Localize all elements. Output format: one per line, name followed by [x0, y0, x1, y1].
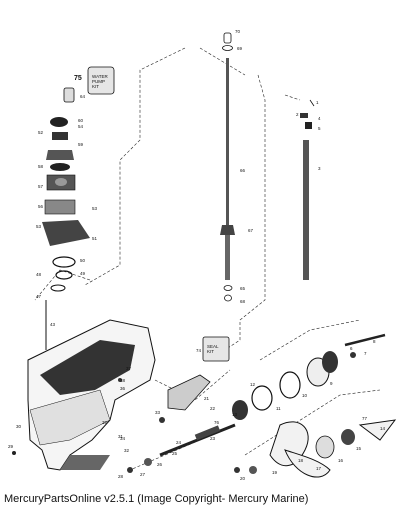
exploded-parts-diagram: WATER PUMP KIT SEAL KIT: [8, 29, 397, 481]
callout-32: 32: [124, 448, 130, 453]
water-pump-kit-box: WATER PUMP KIT: [87, 66, 115, 95]
bearing-carrier: [232, 333, 386, 420]
callout-77: 77: [362, 416, 368, 421]
svg-text:WATER: WATER: [92, 74, 108, 79]
callout-47: 47: [36, 294, 42, 299]
callout-23: 23: [210, 436, 216, 441]
callout-17: 17: [316, 466, 322, 471]
callout-26: 26: [157, 462, 163, 467]
callout-21: 21: [204, 396, 210, 401]
callout-66: 66: [240, 168, 246, 173]
callout-54: 54: [78, 124, 84, 129]
callout-35: 35: [102, 420, 108, 425]
callout-24: 24: [176, 440, 182, 445]
callout-28: 28: [118, 474, 124, 479]
callout-8: 8: [373, 339, 376, 344]
callout-37: 37: [126, 366, 132, 371]
callout-12: 12: [250, 382, 256, 387]
callout-36: 36: [120, 386, 126, 391]
callout-60: 60: [78, 118, 84, 123]
callout-75: 75: [74, 75, 82, 82]
trim-tab: [167, 374, 211, 411]
callout-43: 43: [50, 322, 56, 327]
callout-5: 5: [318, 126, 321, 131]
callout-4: 4: [318, 116, 321, 121]
svg-text:KIT: KIT: [207, 349, 214, 354]
shift-shaft: [300, 99, 315, 280]
callout-49: 49: [80, 271, 86, 276]
callout-25: 25: [172, 451, 178, 456]
callout-29: 29: [8, 444, 14, 449]
callout-14: 14: [380, 426, 386, 431]
callout-56: 56: [38, 204, 44, 209]
callout-34: 34: [120, 436, 126, 441]
callout-33: 33: [155, 410, 161, 415]
callout-1: 1: [316, 100, 319, 105]
callout-31: 31: [118, 434, 124, 439]
water-pump-stack: [42, 87, 90, 350]
svg-text:KIT: KIT: [92, 84, 99, 89]
seal-kit-box: SEAL KIT: [202, 336, 230, 362]
callout-27: 27: [140, 472, 146, 477]
callout-3: 3: [318, 166, 321, 171]
callout-labels: 70 69 75 64 60 54 52 59 58 57 56 53 53 5…: [8, 29, 386, 481]
callout-16: 16: [338, 458, 344, 463]
callout-57: 57: [38, 184, 44, 189]
callout-6: 6: [350, 346, 353, 351]
callout-38: 38: [120, 378, 126, 383]
copyright-caption: MercuryPartsOnline v2.5.1 (Image Copyrig…: [4, 493, 309, 505]
callout-19: 19: [272, 470, 278, 475]
callout-11: 11: [276, 406, 281, 411]
callout-58: 58: [38, 164, 44, 169]
callout-13: 13: [232, 412, 238, 417]
callout-10: 10: [302, 393, 308, 398]
callout-22: 22: [210, 406, 216, 411]
callout-70: 70: [235, 29, 241, 34]
callout-67: 67: [248, 228, 254, 233]
callout-52: 52: [38, 130, 44, 135]
driveshaft: [220, 32, 235, 302]
propeller: [269, 419, 397, 478]
callout-2: 2: [296, 112, 299, 117]
callout-55: 53: [92, 206, 98, 211]
callout-30: 30: [16, 424, 22, 429]
callout-69: 69: [237, 46, 243, 51]
callout-9: 9: [330, 381, 333, 386]
propeller-shaft: [159, 423, 236, 457]
callout-7: 7: [364, 351, 367, 356]
callout-74: 74: [196, 348, 202, 353]
callout-65: 65: [240, 286, 246, 291]
callout-51: 51: [92, 236, 98, 241]
svg-text:SEAL: SEAL: [207, 344, 219, 349]
callout-59: 59: [78, 142, 84, 147]
small-hardware: [12, 352, 356, 474]
callout-76: 76: [214, 420, 220, 425]
svg-text:PUMP: PUMP: [92, 79, 105, 84]
callout-64: 64: [80, 94, 86, 99]
callout-15: 15: [356, 446, 362, 451]
callout-18: 18: [298, 458, 304, 463]
callout-53: 53: [36, 224, 42, 229]
callout-50: 50: [80, 258, 86, 263]
gear-housing: [27, 319, 156, 471]
callout-48: 48: [36, 272, 42, 277]
callout-68: 68: [240, 299, 246, 304]
callout-20: 20: [240, 476, 246, 481]
